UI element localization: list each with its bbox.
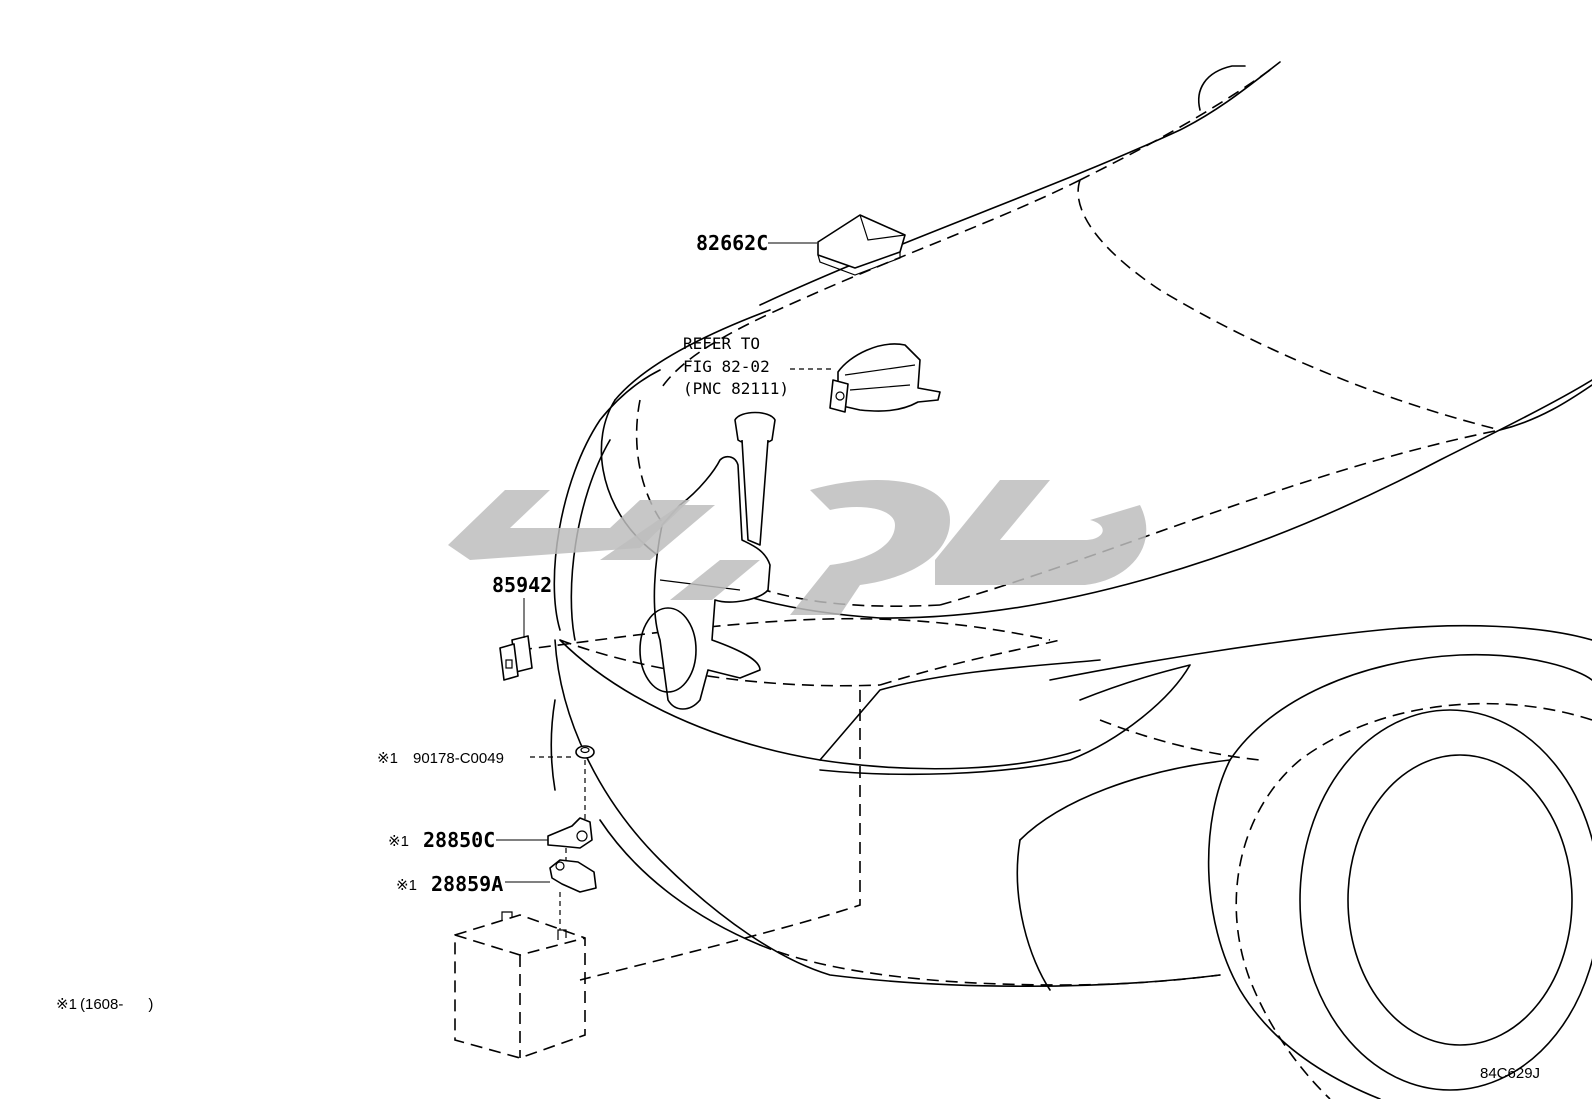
- label-85942[interactable]: 85942: [492, 573, 552, 597]
- mark-90178: ※1: [377, 750, 398, 767]
- mark-28850C: ※1: [388, 833, 409, 850]
- part-82662C-cover: [817, 214, 906, 276]
- watermark-logo: [448, 480, 1147, 615]
- footnote-text: (1608- ): [80, 996, 153, 1013]
- part-28850C-terminal: [547, 817, 593, 849]
- part-90178-nut: [575, 745, 595, 759]
- label-refer-line-2[interactable]: FIG 82-02: [683, 357, 770, 376]
- figure-code: 84C629J: [1480, 1065, 1540, 1082]
- label-28859A[interactable]: 28859A: [431, 872, 503, 896]
- part-82111-junction-block: [829, 343, 941, 413]
- label-82662C[interactable]: 82662C: [696, 231, 768, 255]
- footnote-mark: ※1: [56, 996, 77, 1013]
- mark-28859A: ※1: [396, 877, 417, 894]
- footnote: ※1 (1608- ): [56, 996, 153, 1013]
- part-28859A-terminal: [549, 859, 597, 893]
- label-90178-C0049[interactable]: 90178-C0049: [413, 750, 504, 767]
- callout-labels: 82662C REFER TO FIG 82-02 (PNC 82111) 85…: [377, 231, 789, 896]
- label-refer-line-1[interactable]: REFER TO: [683, 334, 760, 353]
- part-85942-relay: [499, 635, 533, 681]
- label-28850C[interactable]: 28850C: [423, 828, 495, 852]
- label-refer-line-3[interactable]: (PNC 82111): [683, 379, 789, 398]
- part-battery: [454, 911, 586, 1059]
- leader-lines: [496, 242, 833, 930]
